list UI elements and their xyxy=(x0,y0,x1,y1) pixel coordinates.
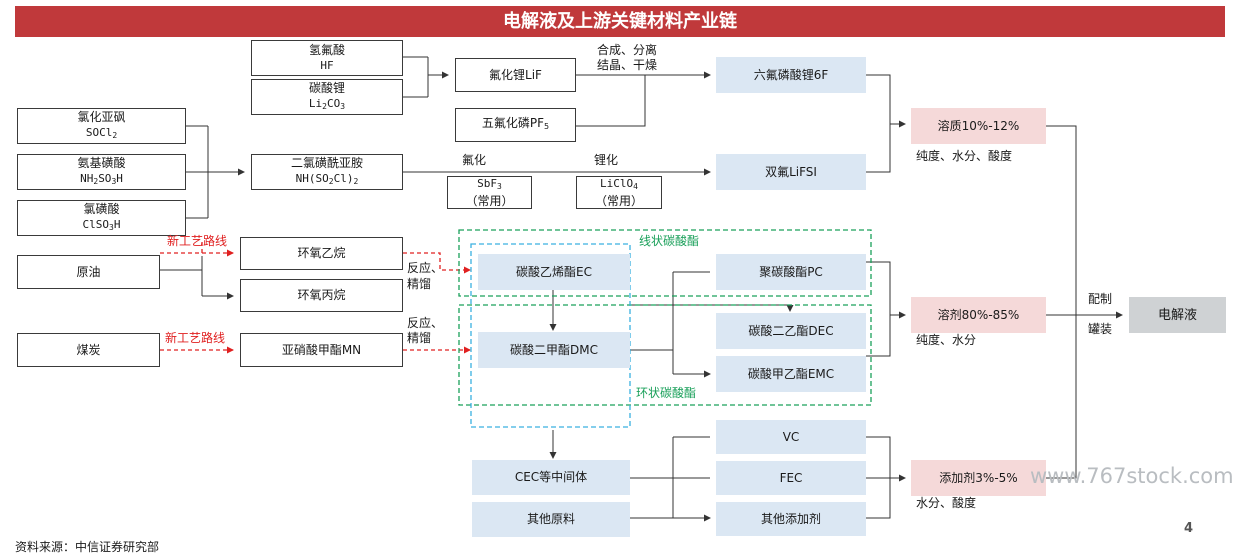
node-other-additive: 其他添加剂 xyxy=(716,502,866,536)
node-crude-oil: 原油 xyxy=(17,255,160,289)
node-additive: 添加剂3%-5% xyxy=(911,460,1046,496)
node-other-raw: 其他原料 xyxy=(472,502,630,537)
watermark: www.767stock.com xyxy=(1030,464,1234,488)
label-synthesis: 合成、分离 xyxy=(597,43,658,57)
page-title: 电解液及上游关键材料产业链 xyxy=(15,6,1225,37)
node-vc: VC xyxy=(716,420,866,454)
label-solute-requirements: 纯度、水分、酸度 xyxy=(916,149,1013,163)
node-fec: FEC xyxy=(716,461,866,495)
node-clso3h: 氯磺酸 ClSO3H xyxy=(17,200,186,236)
node-socl2: 氯化亚砜 SOCl2 xyxy=(17,108,186,144)
label-linear-carbonate: 线状碳酸酯 xyxy=(639,234,700,248)
label-new-process-2: 新工艺路线 xyxy=(165,331,226,345)
node-solute: 溶质10%-12% xyxy=(911,108,1046,144)
label-react-2b: 精馏 xyxy=(407,331,432,345)
label-fluorination: 氟化 xyxy=(462,153,487,167)
hf-name: 氢氟酸 xyxy=(308,43,345,57)
node-lifsi: 双氟LiFSI xyxy=(716,154,866,190)
node-sbf3: SbF3 （常用） xyxy=(447,176,532,209)
node-propylene-oxide: 环氧丙烷 xyxy=(240,279,403,312)
label-solvent-requirements: 纯度、水分 xyxy=(916,333,977,347)
node-pf5: 五氟化磷PF5 xyxy=(455,108,576,142)
label-mix: 配制 xyxy=(1088,292,1113,306)
node-ethylene-oxide: 环氧乙烷 xyxy=(240,237,403,270)
label-react-2a: 反应、 xyxy=(407,316,444,330)
label-new-process-1: 新工艺路线 xyxy=(167,234,228,248)
node-solvent: 溶剂80%-85% xyxy=(911,297,1046,333)
node-hf: 氢氟酸 HF xyxy=(251,40,403,76)
label-react-1a: 反应、 xyxy=(407,261,444,275)
label-additive-requirements: 水分、酸度 xyxy=(916,496,977,510)
node-cec: CEC等中间体 xyxy=(472,460,630,495)
node-emc: 碳酸甲乙酯EMC xyxy=(716,356,866,392)
node-liclo4: LiClO4 （常用） xyxy=(576,176,662,209)
label-fill: 罐装 xyxy=(1088,322,1113,336)
node-lipf6: 六氟磷酸锂6F xyxy=(716,57,866,93)
li2co3-name: 碳酸锂 xyxy=(308,80,345,95)
node-dec: 碳酸二乙酯DEC xyxy=(716,313,866,349)
carbonate-process-group xyxy=(470,243,631,428)
label-cyclic-carbonate: 环状碳酸酯 xyxy=(636,386,697,400)
node-lif: 氟化锂LiF xyxy=(455,58,576,92)
li2co3-formula: Li2CO3 xyxy=(308,96,346,111)
page-number: 4 xyxy=(1184,521,1194,536)
node-li2co3: 碳酸锂 Li2CO3 xyxy=(251,79,403,115)
node-imide: 二氯磺酰亚胺 NH(SO2Cl)2 xyxy=(251,154,403,190)
hf-formula: HF xyxy=(320,59,334,72)
label-lithiation: 锂化 xyxy=(594,153,619,167)
node-coal: 煤炭 xyxy=(17,333,160,367)
linear-carbonate-group xyxy=(458,229,872,297)
node-nh2so3h: 氨基磺酸 NH2SO3H xyxy=(17,154,186,190)
label-crystallize: 结晶、干燥 xyxy=(597,58,658,72)
node-electrolyte: 电解液 xyxy=(1129,297,1226,333)
label-react-1b: 精馏 xyxy=(407,277,432,291)
source-note: 资料来源：中信证券研究部 xyxy=(15,540,160,554)
node-methyl-nitrite: 亚硝酸甲酯MN xyxy=(240,333,403,367)
node-dmc: 碳酸二甲酯DMC xyxy=(478,332,630,368)
node-pc: 聚碳酸酯PC xyxy=(716,254,866,290)
node-ec: 碳酸乙烯酯EC xyxy=(478,254,630,290)
